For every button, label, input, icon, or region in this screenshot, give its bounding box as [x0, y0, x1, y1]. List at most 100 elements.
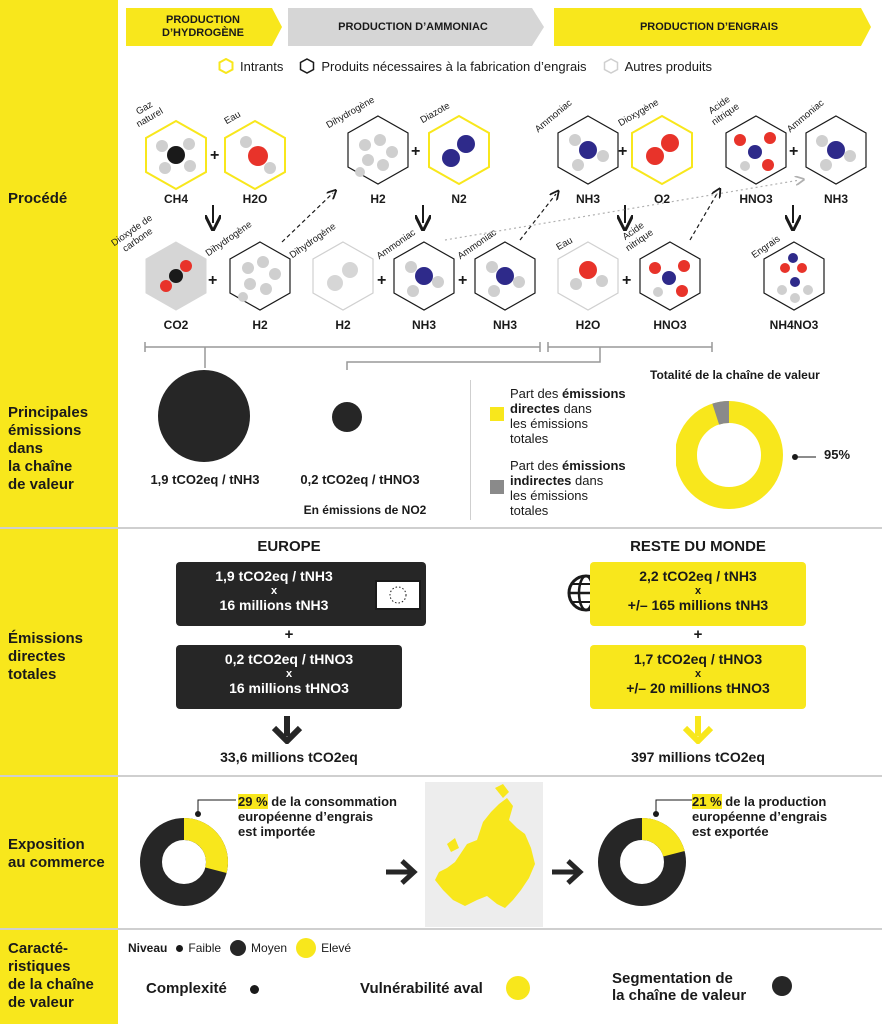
hex-nh3-1 — [557, 115, 619, 185]
segmentation-dot — [772, 976, 792, 996]
bubble-h2 — [158, 370, 250, 462]
export-pointer — [653, 799, 692, 817]
dot-small-icon — [176, 944, 184, 952]
formula-h2: H2 — [252, 318, 268, 332]
formula-ch4: CH4 — [163, 192, 188, 206]
process-diagram: + + + + + + + + — [144, 114, 867, 370]
dot-medium-icon — [230, 940, 247, 956]
chain-title: Totalité de la chaîne de valeur — [650, 368, 820, 382]
hexagon-yellow-icon — [218, 58, 234, 74]
vulnerabilite-dot — [506, 976, 530, 1000]
emission-h2-value: 1,9 tCO2eq / tNH3 — [150, 472, 260, 487]
dashed-arrow — [281, 193, 333, 243]
rdm-plus: + — [693, 626, 703, 643]
vulnerabilite-label: Vulnérabilité aval — [360, 980, 483, 997]
hex-h2-1 — [347, 115, 409, 185]
import-pointer — [195, 799, 236, 817]
dashed-arrow — [519, 194, 556, 241]
hexagon-grey-icon — [603, 58, 618, 74]
legend-needed: Produits nécessaires à la fabrication d’… — [321, 58, 587, 74]
hex-hno3-2 — [639, 241, 701, 311]
plus-sign: + — [411, 143, 420, 160]
plus-sign: + — [377, 272, 386, 289]
legend: Intrants Produits nécessaires à la fabri… — [218, 58, 712, 74]
hex-h2-3 — [312, 241, 374, 311]
arrow-right-icon — [386, 859, 418, 885]
rdm-title: RESTE DU MONDE — [630, 538, 766, 555]
divider — [0, 928, 882, 930]
formula-nh3: NH3 — [411, 318, 436, 332]
bracket-engrais — [346, 342, 713, 370]
hex-h2-2 — [229, 241, 291, 311]
hex-co2 — [145, 241, 207, 311]
dotted-arrow — [444, 180, 800, 241]
section-procede: Procédé — [8, 190, 68, 207]
plus-sign: + — [622, 272, 631, 289]
europe-map — [425, 782, 543, 927]
hex-o2 — [631, 114, 693, 186]
stage-engrais: PRODUCTION D’ENGRAIS — [639, 20, 779, 33]
plus-sign: + — [210, 147, 219, 164]
formula-nh4no3: NH4NO3 — [769, 318, 819, 332]
europe-total: 33,6 millions tCO2eq — [220, 749, 358, 765]
sidebar — [0, 0, 118, 1024]
europe-plus: + — [284, 626, 294, 643]
formula-n2: N2 — [451, 192, 467, 206]
donut-export — [598, 818, 686, 906]
legend-others: Autres produits — [624, 58, 712, 74]
legend-direct: Part des émissions directes dans les émi… — [510, 386, 626, 446]
divider — [0, 527, 882, 529]
plus-sign: + — [458, 272, 467, 289]
plus-sign: + — [618, 143, 627, 160]
donut-chart — [676, 401, 816, 509]
segmentation-label: Segmentation de la chaîne de valeur — [612, 970, 747, 1004]
divider — [0, 775, 882, 777]
arrow-right-icon — [552, 859, 584, 885]
hex-h2o-2 — [557, 241, 619, 311]
hex-nh3-4 — [474, 241, 536, 311]
arrow-down-dark-icon — [271, 716, 303, 744]
formula-hno3: HNO3 — [739, 192, 773, 206]
formula-nh3: NH3 — [575, 192, 600, 206]
rdm-box-hno3: 1,7 tCO2eq / tHNO3 x +/– 20 millions tHN… — [590, 645, 806, 709]
formula-o2: O2 — [653, 192, 670, 206]
plus-sign: + — [789, 143, 798, 160]
donut-import — [140, 818, 228, 906]
formula-h2o: H2O — [575, 318, 601, 332]
hex-hno3-1 — [725, 115, 787, 185]
dot-large-icon — [296, 938, 317, 958]
niveau-legend: Niveau Faible Moyen Elevé — [128, 938, 351, 958]
rdm-box-nh3: 2,2 tCO2eq / tNH3 x +/– 165 millions tNH… — [590, 562, 806, 626]
formula-co2: CO2 — [163, 318, 189, 332]
stage-banners — [126, 8, 871, 46]
divider-vertical — [470, 380, 471, 520]
formula-nh3: NH3 — [492, 318, 517, 332]
emissions-bubbles — [158, 370, 362, 462]
import-text: 29 % de la consommation européenne d’eng… — [238, 794, 397, 839]
hexagon-black-icon — [300, 58, 315, 74]
formula-h2o: H2O — [242, 192, 268, 206]
hex-n2 — [428, 114, 490, 186]
legend-indirect-swatch — [490, 480, 504, 494]
legend-indirect: Part des émissions indirectes dans les é… — [510, 458, 626, 518]
eu-flag-icon — [375, 580, 421, 610]
stage-ammoniac: PRODUCTION D’AMMONIAC — [338, 20, 488, 33]
hex-h2o — [224, 119, 286, 191]
dashed-arrow — [689, 192, 718, 241]
legend-direct-swatch — [490, 407, 504, 421]
formula-hno3: HNO3 — [653, 318, 687, 332]
emission-hno3-value: 0,2 tCO2eq / tHNO3 — [300, 472, 420, 487]
hex-nh3-3 — [393, 241, 455, 311]
donut-indirect — [712, 401, 730, 425]
europe-box-hno3: 0,2 tCO2eq / tHNO3 x 16 millions tHNO3 — [176, 645, 402, 709]
hex-engrais — [763, 241, 825, 311]
formula-h2: H2 — [370, 192, 386, 206]
bracket-hydrogene — [144, 342, 541, 368]
hex-nh3-2 — [805, 115, 867, 185]
legend-inputs: Intrants — [240, 58, 284, 74]
complexite-dot — [250, 985, 259, 994]
